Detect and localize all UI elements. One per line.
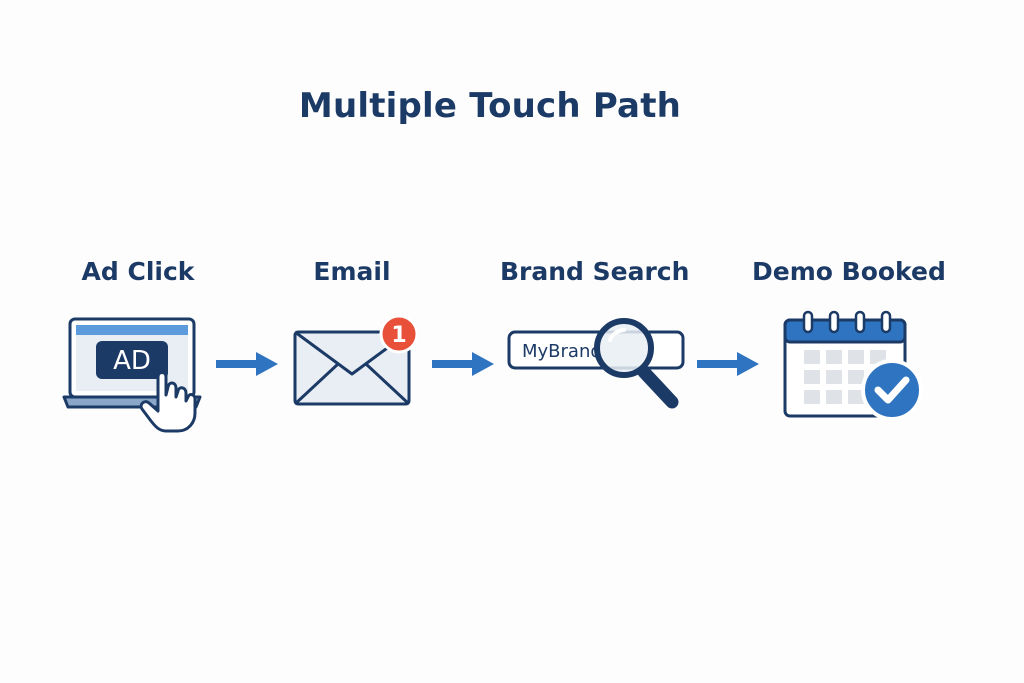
- arrow-right-icon: [216, 350, 280, 382]
- step-label-email: Email: [313, 257, 391, 286]
- envelope-notification-icon: 1: [290, 314, 426, 414]
- arrow-right-icon: [697, 350, 761, 382]
- diagram-title: Multiple Touch Path: [298, 86, 682, 126]
- arrow-right-icon: [432, 350, 496, 382]
- notification-count: 1: [391, 323, 406, 348]
- step-label-ad-click: Ad Click: [81, 257, 195, 286]
- step-label-brand-search: Brand Search: [500, 257, 690, 286]
- ad-badge-text: AD: [113, 346, 151, 376]
- laptop-ad-click-icon: AD: [62, 315, 208, 439]
- search-magnifier-icon: MyBrand: [506, 314, 688, 418]
- calendar-check-icon: [782, 310, 926, 426]
- search-input-value: MyBrand: [522, 341, 602, 362]
- step-label-demo-booked: Demo Booked: [752, 257, 946, 286]
